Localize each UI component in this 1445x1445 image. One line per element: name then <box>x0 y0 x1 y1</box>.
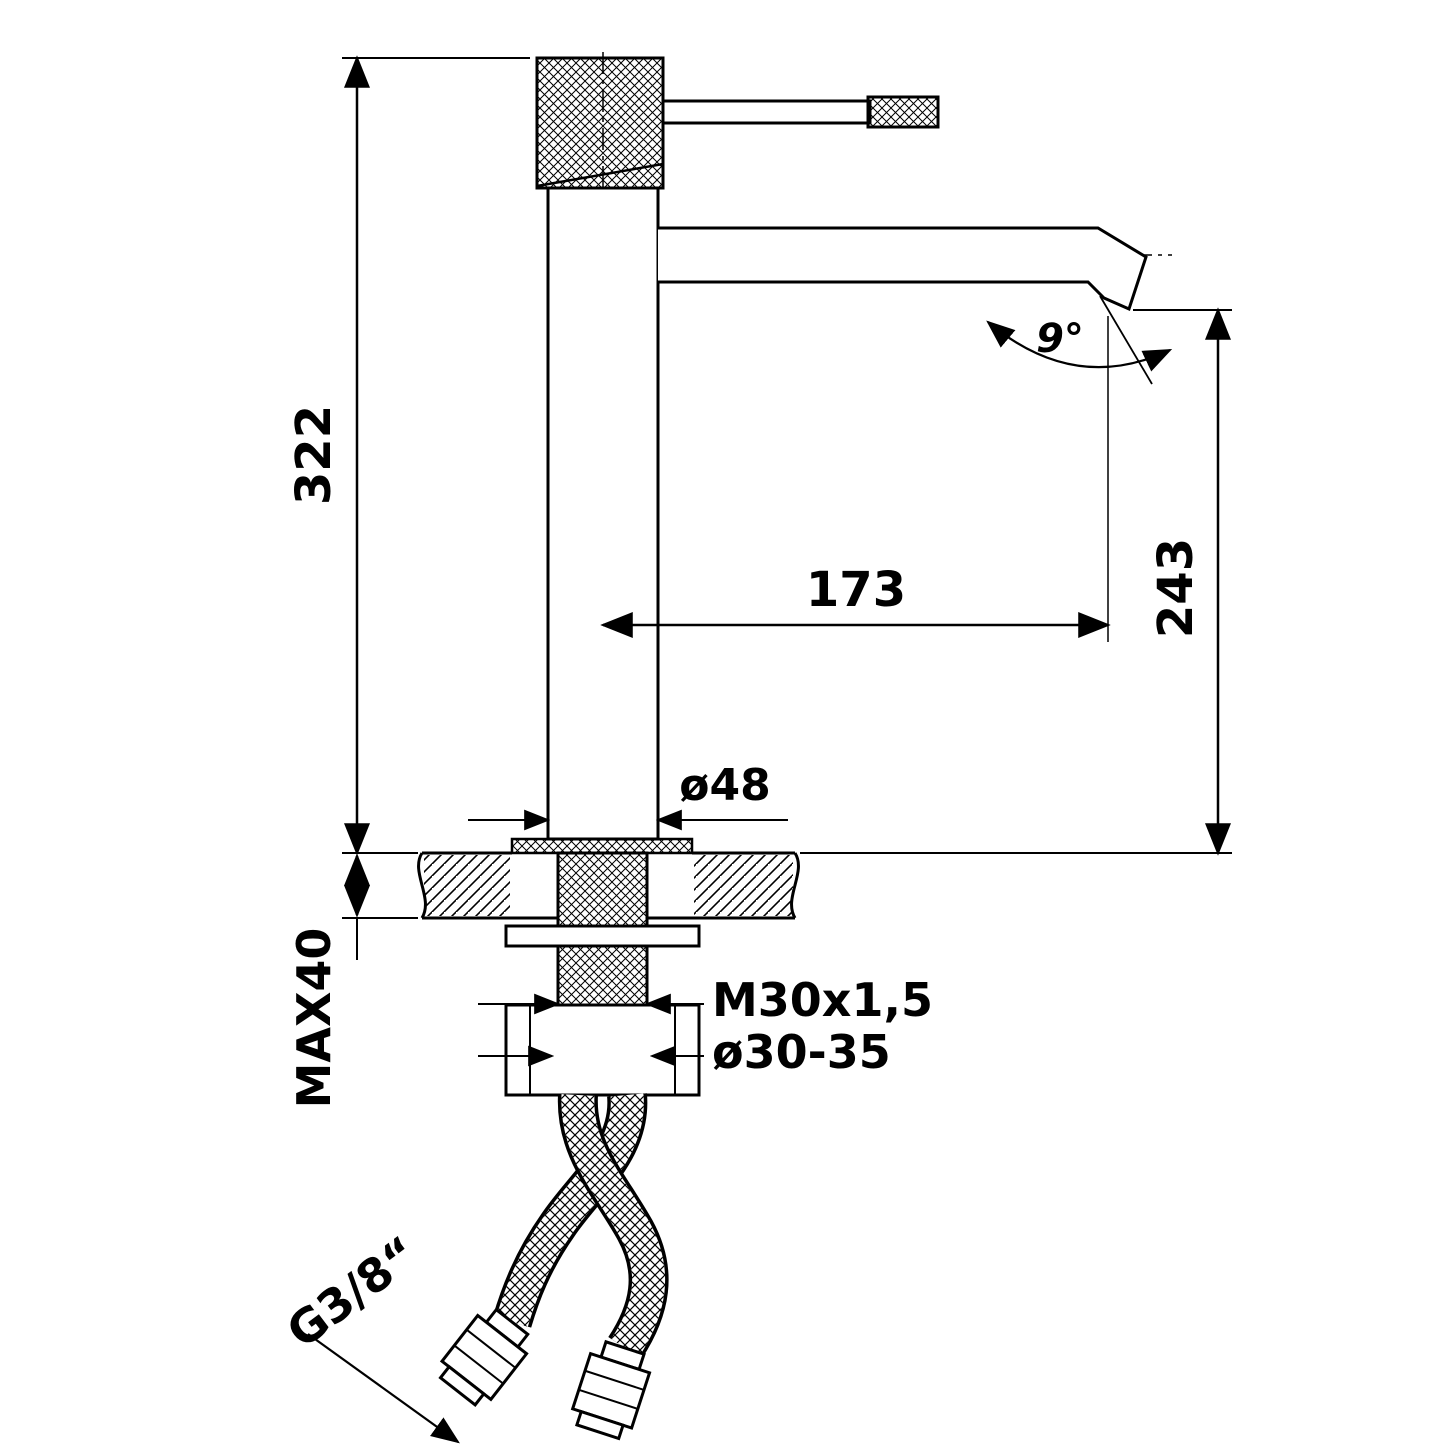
spout-outlet-line <box>1103 296 1130 311</box>
mounting-nut <box>504 1003 701 1097</box>
flex-hose-right <box>557 1093 669 1359</box>
cap-knurled <box>535 56 665 190</box>
dim-m30-label: M30x1,5 <box>712 973 933 1027</box>
dim-thread: M30x1,5 <box>478 973 933 1027</box>
counter-break-left <box>417 852 427 919</box>
g38-label: G3/8“ <box>277 1226 428 1359</box>
washer <box>504 924 701 948</box>
counter-hatch-left <box>424 855 510 916</box>
countertop-section <box>417 851 800 920</box>
mounting-assembly <box>504 851 701 1097</box>
dim-base-diameter: ø48 <box>468 760 788 831</box>
dim-deck-thickness: MAX40 <box>287 853 418 1109</box>
nut-body <box>504 1003 701 1097</box>
angle-9-label: 9° <box>1036 316 1084 362</box>
hose-connection-annotation: G3/8“ <box>277 1226 460 1444</box>
dim-d48-label: ø48 <box>679 760 770 811</box>
faucet <box>510 56 1148 855</box>
dim-overall-height: 322 <box>286 55 530 856</box>
dim-outlet-height: 243 <box>800 307 1232 856</box>
spout <box>658 226 1148 312</box>
hose-fitting-right <box>570 1339 652 1441</box>
counter-break-right <box>790 852 800 919</box>
handle-rod <box>661 99 872 125</box>
handle-grip-knurled <box>866 95 940 129</box>
spout-angle-annotation: 9° <box>986 295 1173 385</box>
dim-243-label: 243 <box>1148 538 1204 638</box>
flex-hoses <box>438 1093 669 1441</box>
cap-chamfer <box>536 162 664 188</box>
spout-fill <box>658 228 1146 309</box>
dim-d30-35-label: ø30-35 <box>712 1025 891 1079</box>
dim-hole-diameter: ø30-35 <box>478 1025 891 1079</box>
g38-leader-line <box>307 1333 460 1444</box>
dim-max40-label: MAX40 <box>287 928 341 1109</box>
lever-handle <box>661 95 940 129</box>
base-ring-knurled <box>510 837 694 855</box>
angle-arc <box>986 320 1173 372</box>
dim-spout-reach: 173 <box>600 316 1111 642</box>
faucet-body <box>546 186 660 841</box>
cartridge-cap <box>535 56 665 190</box>
counter-hatch-right <box>694 855 793 916</box>
hose-fitting-left <box>438 1307 530 1407</box>
dim-322-label: 322 <box>286 405 342 505</box>
flex-hose-left <box>492 1093 648 1328</box>
dim-173-label: 173 <box>806 562 906 618</box>
